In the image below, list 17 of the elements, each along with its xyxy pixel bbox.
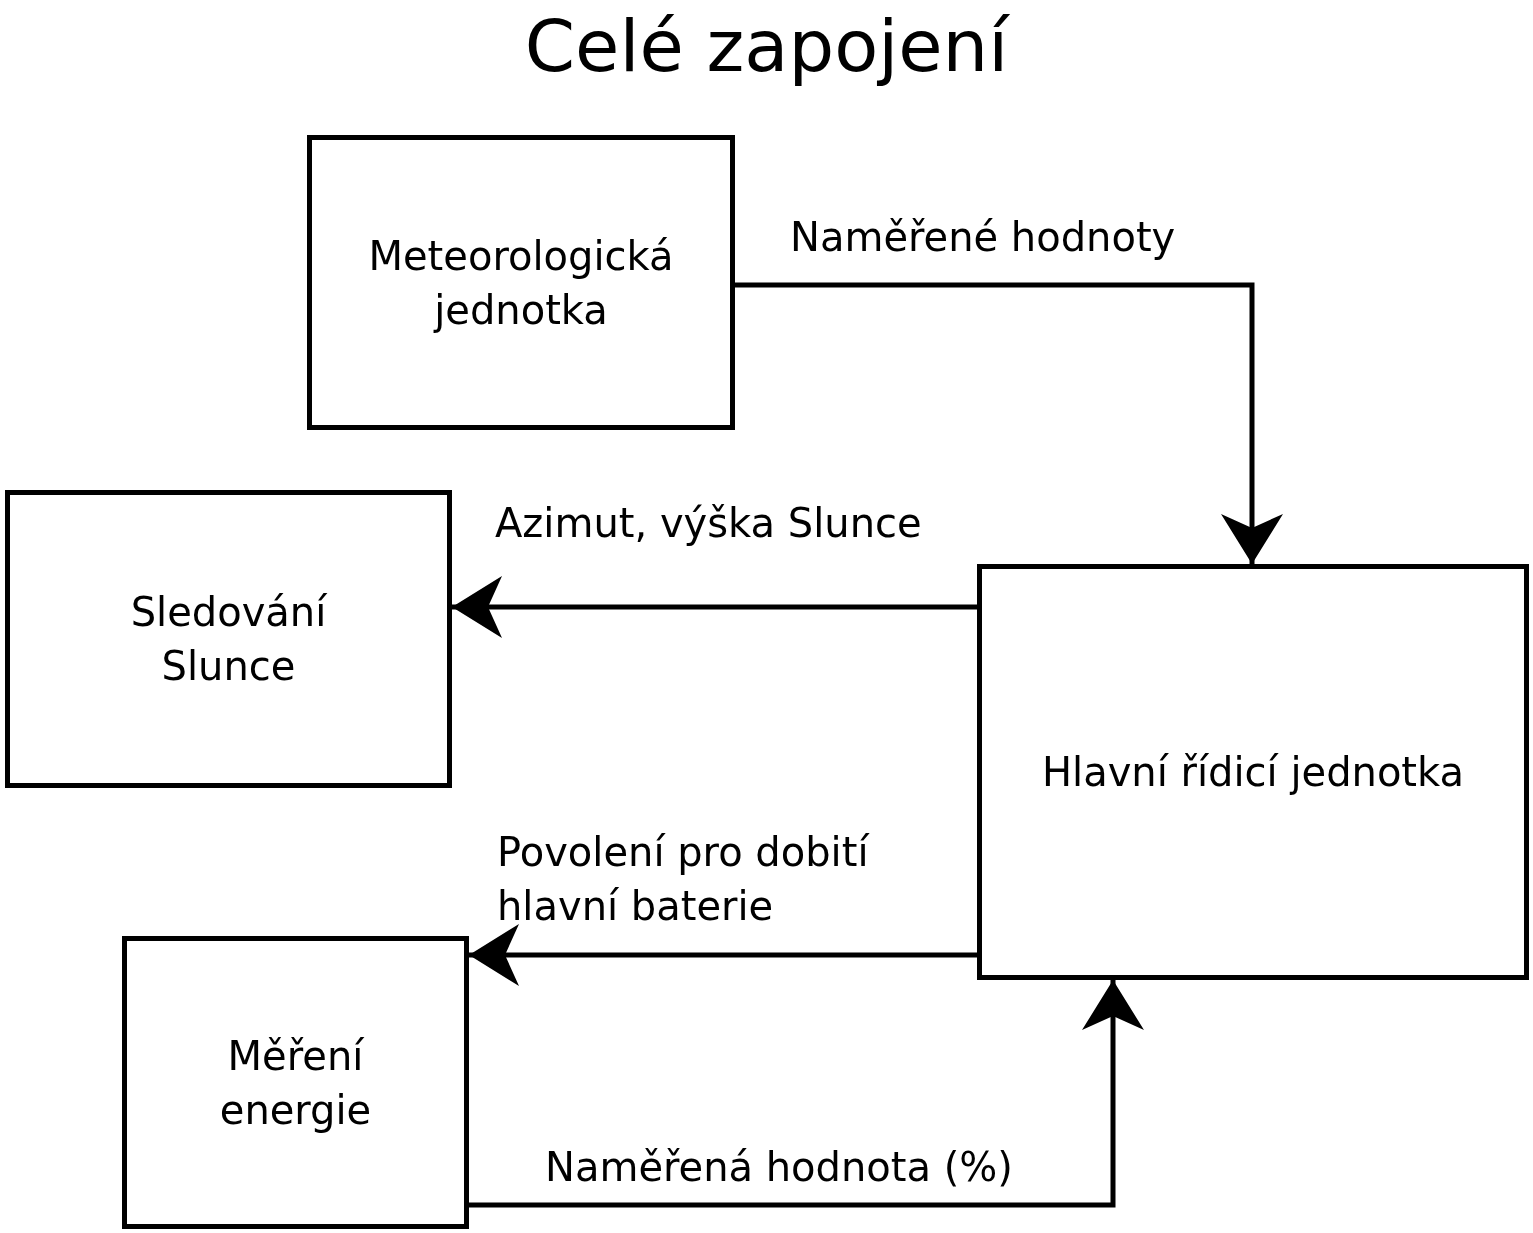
arrow (452, 576, 977, 638)
arrow (735, 282, 1283, 564)
arrow (469, 924, 977, 986)
edge-label: Naměřené hodnoty (790, 213, 1177, 262)
box-label: Hlavní řídicí jednotka (1041, 748, 1465, 797)
arrow (469, 980, 1144, 1208)
box-label: Sledování Slunce (129, 588, 328, 691)
process-box (5, 490, 452, 788)
box-label: Měření energie (218, 1031, 373, 1135)
box-label: Meteorologická jednotka (367, 231, 675, 335)
edge-label: Naměřená hodnota (%) (545, 1143, 1014, 1192)
edge-label: Povolení pro dobití hlavní baterie (497, 828, 871, 931)
process-box (307, 135, 735, 430)
edge-label: Azimut, výška Slunce (495, 499, 923, 548)
process-box (122, 936, 469, 1229)
diagram-title: Celé zapojení (523, 3, 1011, 90)
process-box (977, 564, 1529, 980)
